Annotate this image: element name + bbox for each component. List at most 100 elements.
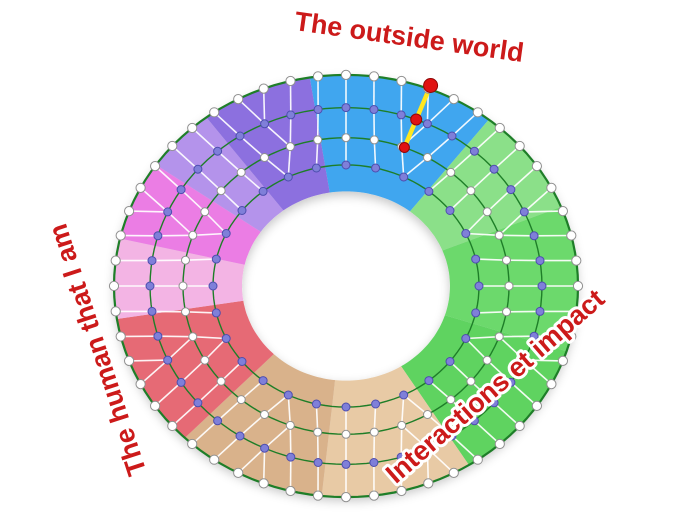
graph-node[interactable] [181, 307, 190, 317]
graph-node[interactable] [529, 231, 539, 241]
graph-node[interactable] [504, 281, 514, 291]
graph-node[interactable] [424, 376, 434, 386]
graph-node[interactable] [423, 410, 432, 419]
graph-node[interactable] [188, 332, 198, 342]
graph-node[interactable] [514, 420, 525, 432]
graph-node[interactable] [135, 379, 146, 390]
graph-node[interactable] [557, 355, 569, 366]
graph-node[interactable] [286, 110, 296, 120]
graph-node[interactable] [283, 172, 293, 182]
graph-node[interactable] [147, 256, 157, 266]
graph-node[interactable] [546, 182, 557, 193]
graph-node[interactable] [312, 490, 324, 501]
graph-node[interactable] [399, 390, 409, 400]
graph-node[interactable] [369, 105, 379, 114]
graph-node[interactable] [502, 307, 511, 317]
graph-node[interactable] [399, 172, 409, 182]
graph-node[interactable] [258, 186, 268, 196]
graph-node[interactable] [258, 83, 269, 94]
graph-node[interactable] [422, 443, 432, 453]
graph-node[interactable] [258, 478, 269, 489]
graph-node[interactable] [216, 376, 226, 386]
graph-node[interactable] [448, 467, 459, 478]
sector-purple[interactable] [206, 77, 330, 211]
graph-node[interactable] [461, 334, 471, 343]
graph-node[interactable] [285, 75, 296, 87]
graph-node[interactable] [188, 230, 198, 240]
graph-node[interactable] [260, 410, 269, 419]
sector-tan[interactable] [184, 354, 336, 496]
graph-node[interactable] [471, 308, 481, 318]
graph-node[interactable] [341, 160, 351, 170]
graph-node[interactable] [237, 357, 247, 366]
graph-node[interactable] [466, 376, 476, 386]
graph-node[interactable] [311, 163, 321, 173]
graph-node[interactable] [313, 427, 323, 437]
graph-node[interactable] [260, 119, 270, 129]
sector-green-light[interactable] [410, 119, 562, 251]
graph-node[interactable] [193, 164, 203, 174]
graph-node[interactable] [237, 206, 247, 215]
graph-node[interactable] [147, 306, 157, 316]
graph-node[interactable] [193, 398, 203, 408]
graph-node[interactable] [235, 431, 245, 441]
highlight-node[interactable] [410, 113, 423, 126]
graph-node[interactable] [178, 281, 188, 291]
graph-node[interactable] [469, 416, 479, 426]
graph-node[interactable] [283, 390, 293, 400]
graph-node[interactable] [233, 467, 244, 478]
graph-node[interactable] [461, 229, 471, 238]
graph-node[interactable] [200, 207, 210, 217]
graph-node[interactable] [211, 254, 221, 264]
graph-node[interactable] [341, 429, 351, 439]
graph-node[interactable] [396, 75, 407, 87]
graph-node[interactable] [312, 71, 324, 82]
graph-node[interactable] [286, 452, 296, 462]
graph-node[interactable] [489, 164, 499, 174]
graph-node[interactable] [445, 357, 455, 366]
graph-node[interactable] [469, 146, 479, 156]
graph-node[interactable] [187, 438, 198, 450]
graph-node[interactable] [236, 167, 246, 177]
highlight-node[interactable] [398, 142, 410, 153]
graph-node[interactable] [537, 281, 547, 291]
graph-node[interactable] [396, 110, 406, 120]
graph-node[interactable] [163, 207, 173, 217]
graph-node[interactable] [368, 490, 380, 501]
graph-node[interactable] [466, 186, 476, 196]
graph-node[interactable] [446, 167, 456, 177]
graph-node[interactable] [167, 140, 178, 152]
graph-node[interactable] [445, 206, 455, 215]
graph-node[interactable] [494, 332, 504, 342]
graph-node[interactable] [397, 420, 407, 430]
graph-node[interactable] [208, 281, 218, 291]
graph-node[interactable] [163, 355, 173, 365]
graph-node[interactable] [423, 478, 434, 489]
graph-node[interactable] [566, 331, 577, 342]
sector-pink[interactable] [119, 164, 261, 265]
graph-node[interactable] [396, 485, 407, 497]
graph-node[interactable] [494, 438, 505, 450]
graph-node[interactable] [502, 255, 511, 265]
graph-node[interactable] [124, 355, 135, 366]
graph-node[interactable] [209, 107, 220, 118]
graph-node[interactable] [519, 207, 529, 217]
graph-node[interactable] [482, 355, 492, 365]
graph-node[interactable] [285, 485, 296, 497]
graph-node[interactable] [519, 355, 529, 365]
graph-node[interactable] [150, 400, 161, 411]
graph-node[interactable] [150, 161, 161, 172]
graph-node[interactable] [535, 256, 545, 266]
graph-node[interactable] [313, 458, 323, 467]
graph-node[interactable] [124, 206, 135, 217]
graph-node[interactable] [211, 308, 221, 318]
graph-node[interactable] [221, 229, 231, 238]
graph-node[interactable] [285, 142, 295, 152]
graph-node[interactable] [482, 207, 492, 217]
graph-node[interactable] [313, 105, 323, 114]
graph-node[interactable] [176, 185, 186, 195]
graph-node[interactable] [233, 94, 244, 105]
graph-node[interactable] [371, 163, 381, 173]
graph-node[interactable] [531, 161, 543, 172]
sector-purple-light[interactable] [156, 117, 284, 232]
